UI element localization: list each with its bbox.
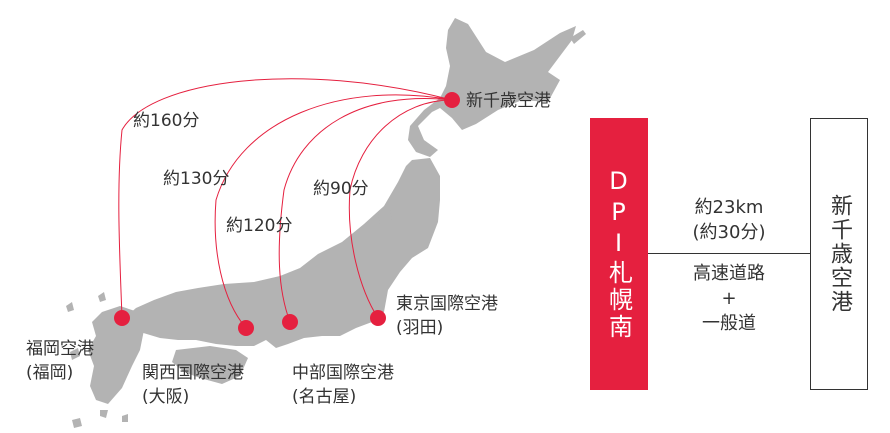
- marker-chubu: [282, 314, 298, 330]
- destination-label: 新千歳空港: [466, 91, 551, 111]
- route-fukuoka: [118, 78, 453, 319]
- destination-box: 新千歳空港: [810, 118, 868, 390]
- kyushu-landmass: [88, 306, 144, 404]
- marker-fukuoka: [114, 310, 130, 326]
- goto-islets: [66, 292, 106, 360]
- route-plus-label: +: [721, 288, 737, 309]
- airport-sub-label: (名古屋): [292, 387, 356, 407]
- honshu-landmass: [122, 158, 440, 348]
- route-time-label: 約130分: [163, 169, 229, 189]
- route-time-label: 約160分: [133, 111, 199, 131]
- airport-name-label: 東京国際空港: [396, 294, 498, 314]
- route-haneda: [348, 99, 453, 319]
- marker-haneda: [370, 310, 386, 326]
- route-time-label: 約90分: [313, 179, 369, 199]
- destination-box-label: 新千歳空港: [827, 194, 852, 314]
- airport-sub-label: (大阪): [142, 387, 189, 407]
- origin-box: DPI札幌南: [590, 118, 648, 390]
- airport-name-label: 関西国際空港: [142, 363, 244, 383]
- kuril-islets: [570, 30, 586, 44]
- airport-sub-label: (福岡): [26, 363, 73, 383]
- airport-sub-label: (羽田): [396, 318, 443, 338]
- flight-routes: [118, 78, 453, 329]
- route-kansai: [214, 94, 453, 329]
- airport-name-label: 中部国際空港: [292, 363, 394, 383]
- hokkaido-landmass: [408, 18, 576, 157]
- marker-kansai: [238, 320, 254, 336]
- distance-label: 約23km: [694, 197, 764, 218]
- southern-islets: [72, 410, 128, 428]
- route-type-label-2: 一般道: [702, 313, 756, 334]
- origin-label: DPI札幌南: [604, 167, 633, 341]
- route-time-label: 約120分: [226, 216, 292, 236]
- sado-island: [378, 208, 392, 226]
- shikoku-landmass: [172, 346, 248, 384]
- connector-line: [648, 253, 810, 254]
- marker-new-chitose: [444, 92, 460, 108]
- airport-name-label: 福岡空港: [26, 339, 94, 359]
- duration-label: (約30分): [692, 222, 766, 243]
- route-type-label-1: 高速道路: [693, 263, 765, 284]
- japan-route-map: 新千歳空港 約160分 約130分 約120分 約90分 福岡空港 (福岡) 関…: [26, 18, 586, 428]
- route-chubu: [278, 98, 453, 323]
